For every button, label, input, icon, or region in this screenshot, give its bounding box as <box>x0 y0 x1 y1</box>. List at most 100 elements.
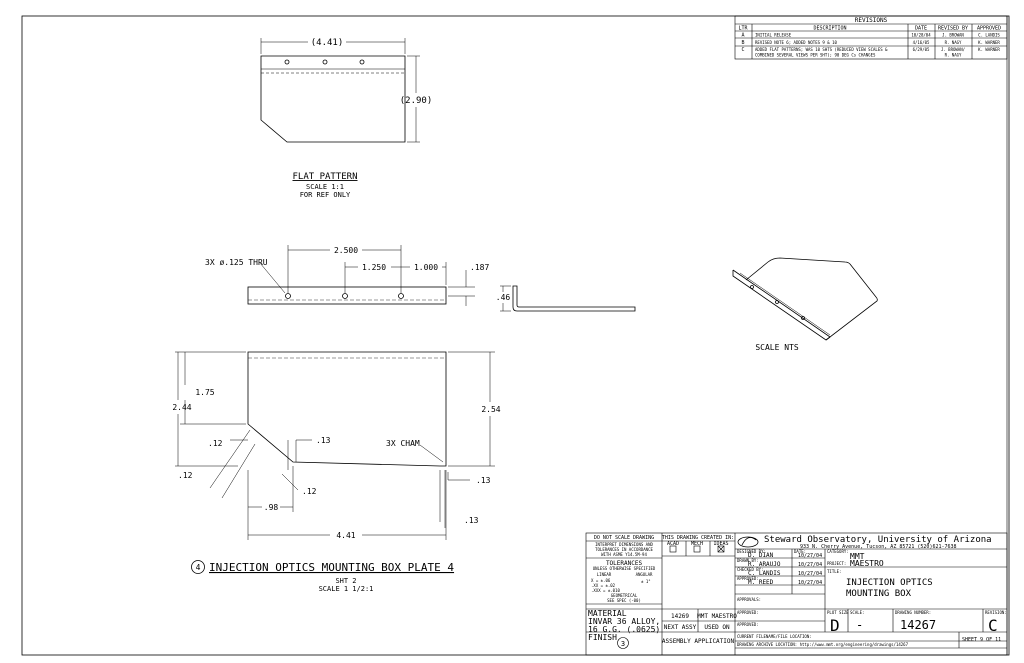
approvals-label: APPROVALS: <box>737 597 761 602</box>
scale-label: SCALE: <box>850 610 864 615</box>
profile-dim-46: .46 <box>496 293 511 302</box>
main-dim-13c: .13 <box>464 516 479 525</box>
rev-a-date: 10/28/04 <box>911 33 931 38</box>
view-scale: SCALE 1 1/2:1 <box>319 585 374 593</box>
designed-by: D. DIAN <box>748 552 774 559</box>
side-dim-187: .187 <box>470 263 489 272</box>
flat-pattern-note: FOR REF ONLY <box>300 191 351 199</box>
rev-c-by2: R. NAGY <box>945 53 962 58</box>
tol-linear: LINEAR <box>597 572 612 577</box>
observatory-logo-icon <box>737 536 759 548</box>
sheet-border <box>21 15 1010 656</box>
tolerances-title: TOLERANCES <box>606 560 643 567</box>
cad-mech: MECH <box>691 541 703 547</box>
interpret-line3: WITH ASME Y14.5M-94 <box>601 552 647 557</box>
main-dim-244: 2.44 <box>172 403 191 412</box>
main-dim-13a: .13 <box>316 436 331 445</box>
scale-value: - <box>856 618 863 632</box>
tolerances-sub: UNLESS OTHERWISE SPECIFIED <box>593 566 656 571</box>
rev-header-date: DATE <box>915 26 927 32</box>
material-label: MATERIAL <box>588 609 627 618</box>
rev-c-desc2: COMBINED SEVERAL VIEWS PER SHT); 90 DEG … <box>755 53 876 58</box>
flat-pattern-title: FLAT PATTERN <box>292 172 357 182</box>
org-name: Steward Observatory, University of Arizo… <box>764 535 992 545</box>
rev-header-desc: DESCRIPTION <box>813 26 846 32</box>
chamfer-callout: 3X CHAM <box>386 439 420 448</box>
flat-pattern-view <box>260 38 420 143</box>
tol-xxx: .XXX = ±.010 <box>591 588 620 593</box>
drawing-number: 14267 <box>900 618 936 632</box>
view-sheet: SHT 2 <box>335 577 356 585</box>
material-line2: 16 G.G. (.0625) <box>588 625 660 634</box>
designed-date: 10/27/04 <box>798 553 822 559</box>
checked-date: 10/27/04 <box>798 571 822 577</box>
rev-c-by1: J. BROWAN/ <box>941 47 966 52</box>
rev-c-date: 6/29/05 <box>913 47 930 52</box>
revision-value: C <box>988 616 998 635</box>
flat-dim-width: (4.41) <box>311 38 344 48</box>
approvals3-label: APPROVED: <box>737 622 759 627</box>
main-dim-12a: .12 <box>208 439 223 448</box>
main-dim-441: 4.41 <box>336 531 355 540</box>
main-dim-98: .98 <box>264 503 279 512</box>
rev-a-desc: INITIAL RELEASE <box>755 33 792 38</box>
side-dim-2500: 2.500 <box>334 246 358 255</box>
org-address: 933 N. Cherry Avenue, Tucson, AZ 85721 (… <box>800 544 957 550</box>
tol-ang: ± 1° <box>641 579 651 584</box>
plot-size-label: PLOT SIZE <box>827 610 849 615</box>
cad-acad: ACAD <box>667 541 679 547</box>
view-number-circle <box>191 560 205 574</box>
cad-ideas: IDEAS <box>713 541 728 547</box>
current-filename: CURRENT FILENAME/FILE LOCATION: <box>737 634 812 639</box>
used-on-label: USED ON <box>704 624 730 631</box>
drawing-number-label: DRAWING NUMBER: <box>895 610 931 615</box>
part-number: 14269 <box>671 613 689 620</box>
title-label: TITLE: <box>827 569 841 574</box>
tol-geo1: GEOMETRICAL <box>611 593 638 598</box>
tol-angular: ANGULAR <box>636 572 653 577</box>
flat-pattern-scale: SCALE 1:1 <box>306 183 344 191</box>
flat-dim-height: (2.90) <box>400 96 433 106</box>
checked-label: CHECKED BY: <box>737 567 764 572</box>
rev-b-ltr: B <box>741 40 744 46</box>
isometric-view <box>732 257 878 341</box>
rev-header-ltr: LTR <box>738 26 748 32</box>
hole-callout: 3X ø.125 THRU <box>205 258 268 267</box>
sheet-number: SHEET 9 OF 11 <box>962 637 1001 643</box>
rev-b-date: 4/16/05 <box>913 40 930 45</box>
revisions-title: REVISIONS <box>855 17 888 24</box>
date-label: DATE: <box>794 549 806 554</box>
main-dim-12b: .12 <box>178 471 193 480</box>
do-not-scale: DO NOT SCALE DRAWING <box>594 535 654 541</box>
drawn-label: DRAWN BY: <box>737 558 759 563</box>
approved-label: APPROVED: <box>737 576 759 581</box>
category-label: CATEGORY: <box>827 549 849 554</box>
rev-header-approved: APPROVED <box>977 26 1001 32</box>
category-value: MMT <box>850 552 865 561</box>
main-dim-175: 1.75 <box>195 388 214 397</box>
main-dim-254: 2.54 <box>481 405 500 414</box>
profile-view <box>500 285 636 312</box>
tol-x: X = ±.06 <box>591 578 611 583</box>
assembly-application: ASSEMBLY APPLICATION <box>662 638 735 645</box>
rev-a-by: J. BROWAN <box>942 33 964 38</box>
revision-label: REVISION: <box>985 610 1007 615</box>
approvals2-label: APPROVED: <box>737 610 759 615</box>
main-dim-13b: .13 <box>476 476 491 485</box>
part-name: MMT MAESTRO <box>697 613 737 620</box>
view-number: 4 <box>196 563 201 572</box>
rev-a-ltr: A <box>741 33 744 39</box>
rev-c-desc1: ADDED FLAT PATTERNS; WAS 10 SHTS (REDUCE… <box>755 47 888 52</box>
created-in-title: THIS DRAWING CREATED IN: <box>662 535 734 541</box>
revisions-table <box>734 15 1008 60</box>
plot-size-value: D <box>830 616 840 635</box>
finish-value: 3 <box>621 640 625 648</box>
rev-c-ltr: C <box>741 47 744 53</box>
project-label: PROJECT: <box>827 561 846 566</box>
drawn-by: R. ARAUJO <box>748 561 781 568</box>
drawn-date: 10/27/04 <box>798 562 822 568</box>
title-block <box>585 532 1008 656</box>
main-view <box>175 351 495 540</box>
tol-geo2: SEE SPEC (-00) <box>607 598 641 603</box>
